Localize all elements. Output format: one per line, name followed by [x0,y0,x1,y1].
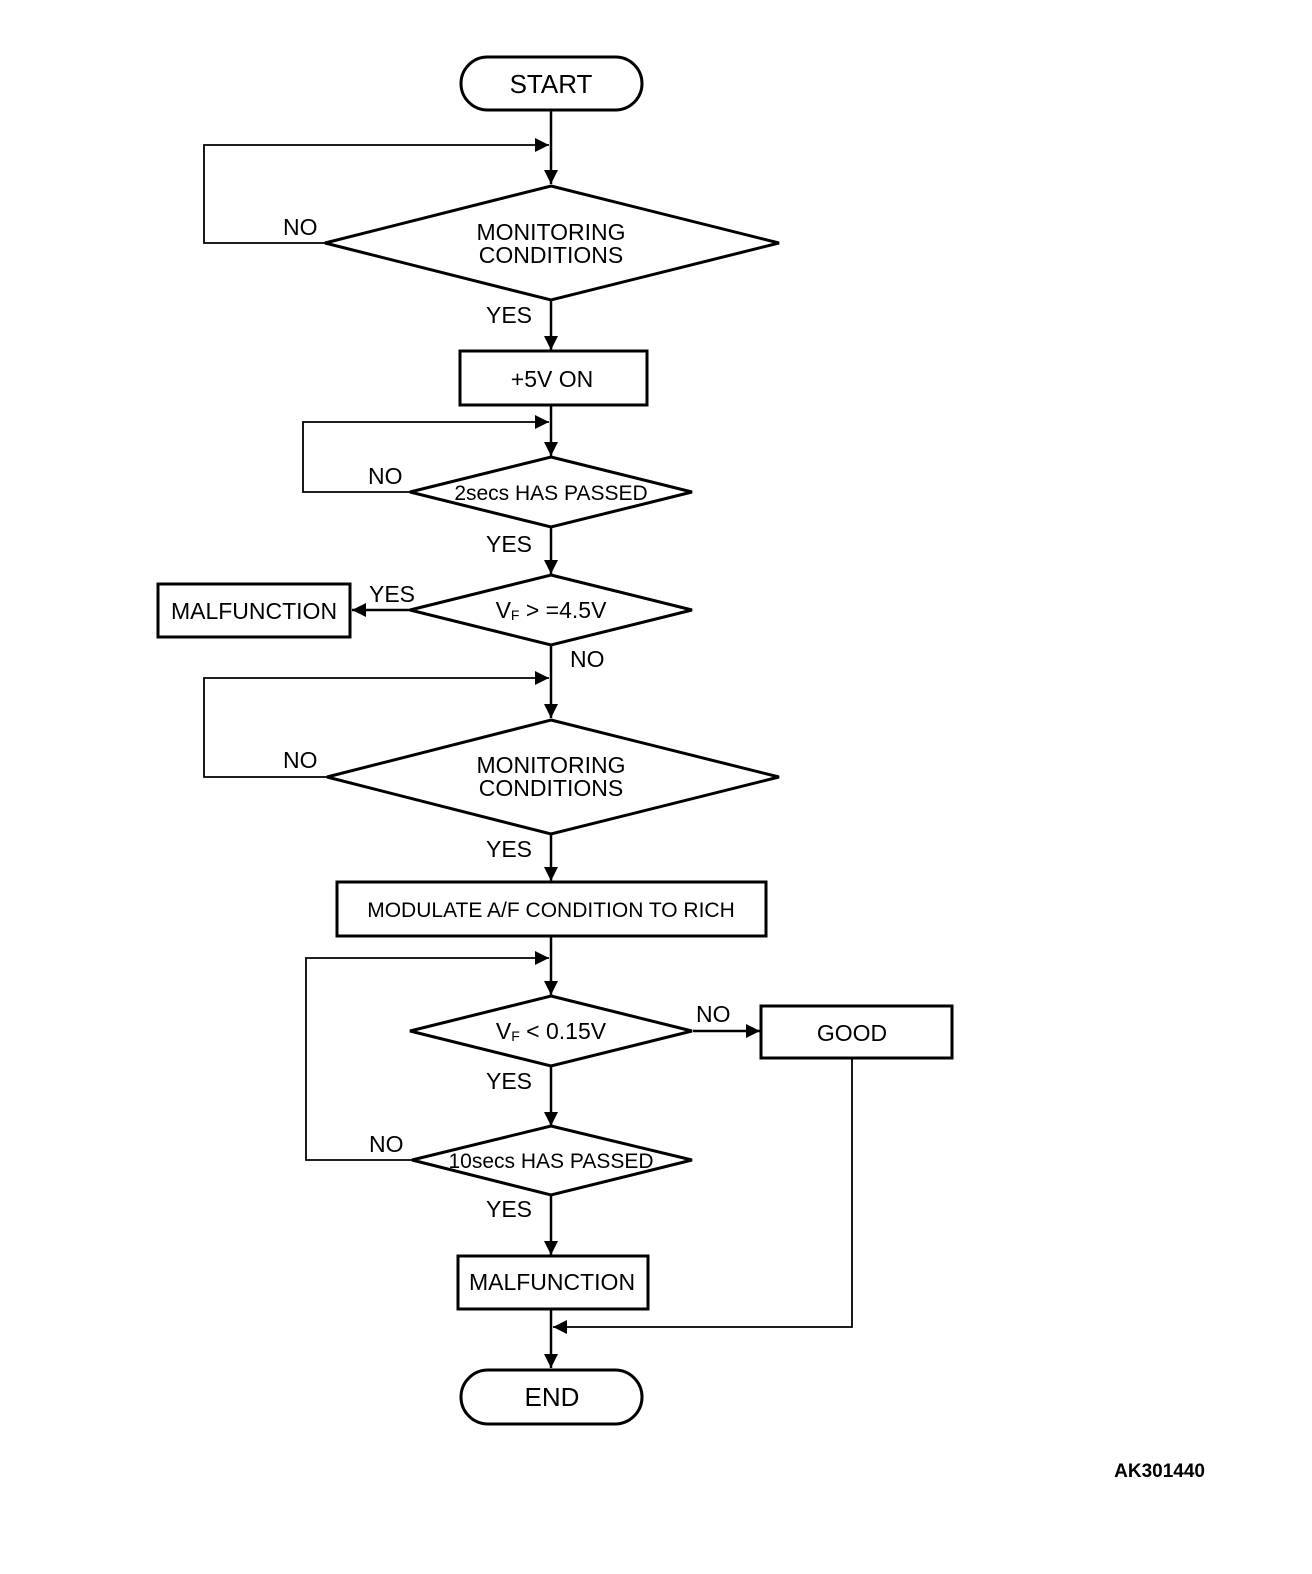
vf-ge-decision: VF > =4.5V [409,573,693,647]
modulate-af-process: MODULATE A/F CONDITION TO RICH [335,880,768,938]
vf-lt-decision: VF < 0.15V [409,994,693,1068]
monitoring1-yes-label: YES [486,302,532,328]
monitoring2-no-label: NO [283,747,318,773]
loop-10secs-no [305,951,549,1161]
ten-secs-label: 10secs HAS PASSED [448,1150,653,1173]
vf-lt-no-label: NO [696,1001,731,1027]
monitoring-conditions-decision-1: MONITORING CONDITIONS [324,184,780,302]
monitoring1-line1: MONITORING [476,219,625,245]
monitoring1-line2: CONDITIONS [479,242,623,268]
monitoring2-line2: CONDITIONS [479,775,623,801]
vf-ge-yes-label: YES [369,581,415,607]
malfunction-left-label: MALFUNCTION [171,598,337,624]
two-secs-decision: 2secs HAS PASSED [409,455,693,529]
vf-ge-subscript: F [511,607,520,623]
plus5v-on-label: +5V ON [511,366,593,392]
connector-good-merge [553,1058,853,1334]
vf-ge-v: V [496,597,512,623]
ten-secs-decision: 10secs HAS PASSED [411,1124,693,1197]
monitoring-conditions-decision-2: MONITORING CONDITIONS [326,718,780,836]
monitoring1-no-label: NO [283,214,318,240]
vf-lt-v: V [496,1018,512,1044]
two-secs-yes-label: YES [486,531,532,557]
vf-ge-no-label: NO [570,646,605,672]
loop-2secs-no [302,415,549,493]
modulate-af-label: MODULATE A/F CONDITION TO RICH [367,899,735,922]
malfunction-bottom-label: MALFUNCTION [469,1269,635,1295]
start-terminal: START [459,55,644,112]
ten-secs-yes-label: YES [486,1196,532,1222]
svg-text:VF > =4.5V: VF > =4.5V [496,597,608,623]
vf-lt-subscript: F [511,1028,520,1044]
svg-text:VF < 0.15V: VF < 0.15V [496,1018,607,1044]
monitoring2-yes-label: YES [486,836,532,862]
two-secs-label: 2secs HAS PASSED [454,482,647,505]
plus5v-on-process: +5V ON [458,349,649,407]
end-label: END [525,1382,580,1412]
figure-id: AK301440 [1114,1461,1205,1482]
monitoring2-line1: MONITORING [476,752,625,778]
end-terminal: END [459,1368,644,1426]
loop-monitoring2-no [203,671,549,778]
malfunction-left-process: MALFUNCTION [156,582,352,639]
start-label: START [510,69,593,99]
vf-ge-rest: > =4.5V [519,597,607,623]
vf-lt-yes-label: YES [486,1068,532,1094]
malfunction-bottom-process: MALFUNCTION [456,1254,650,1311]
two-secs-no-label: NO [368,463,403,489]
good-label: GOOD [817,1020,887,1046]
loop-monitoring1-no [203,138,549,244]
good-process: GOOD [759,1004,954,1060]
ten-secs-no-label: NO [369,1131,404,1157]
vf-lt-rest: < 0.15V [520,1018,607,1044]
